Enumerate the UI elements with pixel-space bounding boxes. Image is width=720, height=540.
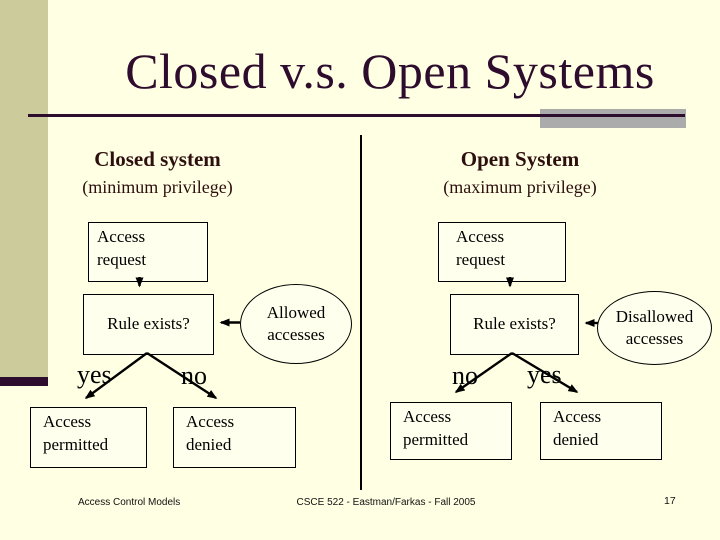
box-line: denied xyxy=(186,434,232,454)
box-line: Access xyxy=(403,407,452,426)
box-line: permitted xyxy=(403,429,469,449)
ellipse-line: Allowed xyxy=(266,302,326,322)
left-rule-exists-box: Rule exists? xyxy=(83,294,214,355)
box-line: Access xyxy=(186,412,235,431)
right-access-permitted-box: Access permitted xyxy=(390,402,512,460)
box-line: Rule exists? xyxy=(107,314,190,334)
ellipse-line: accesses xyxy=(267,325,325,344)
right-column-header: Open System (maximum privilege) xyxy=(400,147,640,198)
right-disallowed-accesses-ellipse: Disallowed accesses xyxy=(597,291,712,365)
left-allowed-accesses-ellipse: Allowed accesses xyxy=(240,284,352,364)
box-line: request xyxy=(97,249,147,269)
right-yes-label: yes xyxy=(527,360,562,389)
box-line: Access xyxy=(456,227,505,246)
slide-title: Closed v.s. Open Systems xyxy=(125,43,655,99)
sidebar-bottom-stripe xyxy=(0,377,48,386)
right-access-request-box: Access request xyxy=(438,222,566,282)
box-line: permitted xyxy=(43,434,109,454)
footer-credit: CSCE 522 - Eastman/Farkas - Fall 2005 xyxy=(296,497,476,508)
left-column-subheading: (minimum privilege) xyxy=(82,177,233,198)
left-yes-label: yes xyxy=(77,360,112,389)
title-accent-gray-bar xyxy=(540,109,686,128)
sidebar-accent-bar xyxy=(0,0,48,386)
right-column-subheading: (maximum privilege) xyxy=(443,177,597,198)
ellipse-line: accesses xyxy=(625,329,684,348)
box-line: Access xyxy=(553,407,602,426)
footer-course-label: Access Control Models xyxy=(78,497,181,508)
right-rule-exists-box: Rule exists? xyxy=(450,294,579,355)
right-column-heading: Open System xyxy=(460,147,580,171)
right-access-denied-box: Access denied xyxy=(540,402,662,460)
left-no-label: no xyxy=(181,361,207,390)
left-column-header: Closed system (minimum privilege) xyxy=(40,147,275,198)
left-access-denied-box: Access denied xyxy=(173,407,296,468)
column-divider-line xyxy=(360,135,362,490)
box-line: Rule exists? xyxy=(473,314,556,334)
left-access-request-box: Access request xyxy=(88,222,208,282)
box-line: Access xyxy=(97,227,146,246)
box-line: request xyxy=(456,249,506,269)
left-column-heading: Closed system xyxy=(94,147,221,171)
box-line: denied xyxy=(553,429,599,449)
right-no-label: no xyxy=(452,361,478,390)
box-line: Access xyxy=(43,412,92,431)
left-access-permitted-box: Access permitted xyxy=(30,407,147,468)
title-underline xyxy=(28,114,685,117)
ellipse-line: Disallowed xyxy=(615,306,694,326)
slide-number: 17 xyxy=(664,495,676,507)
